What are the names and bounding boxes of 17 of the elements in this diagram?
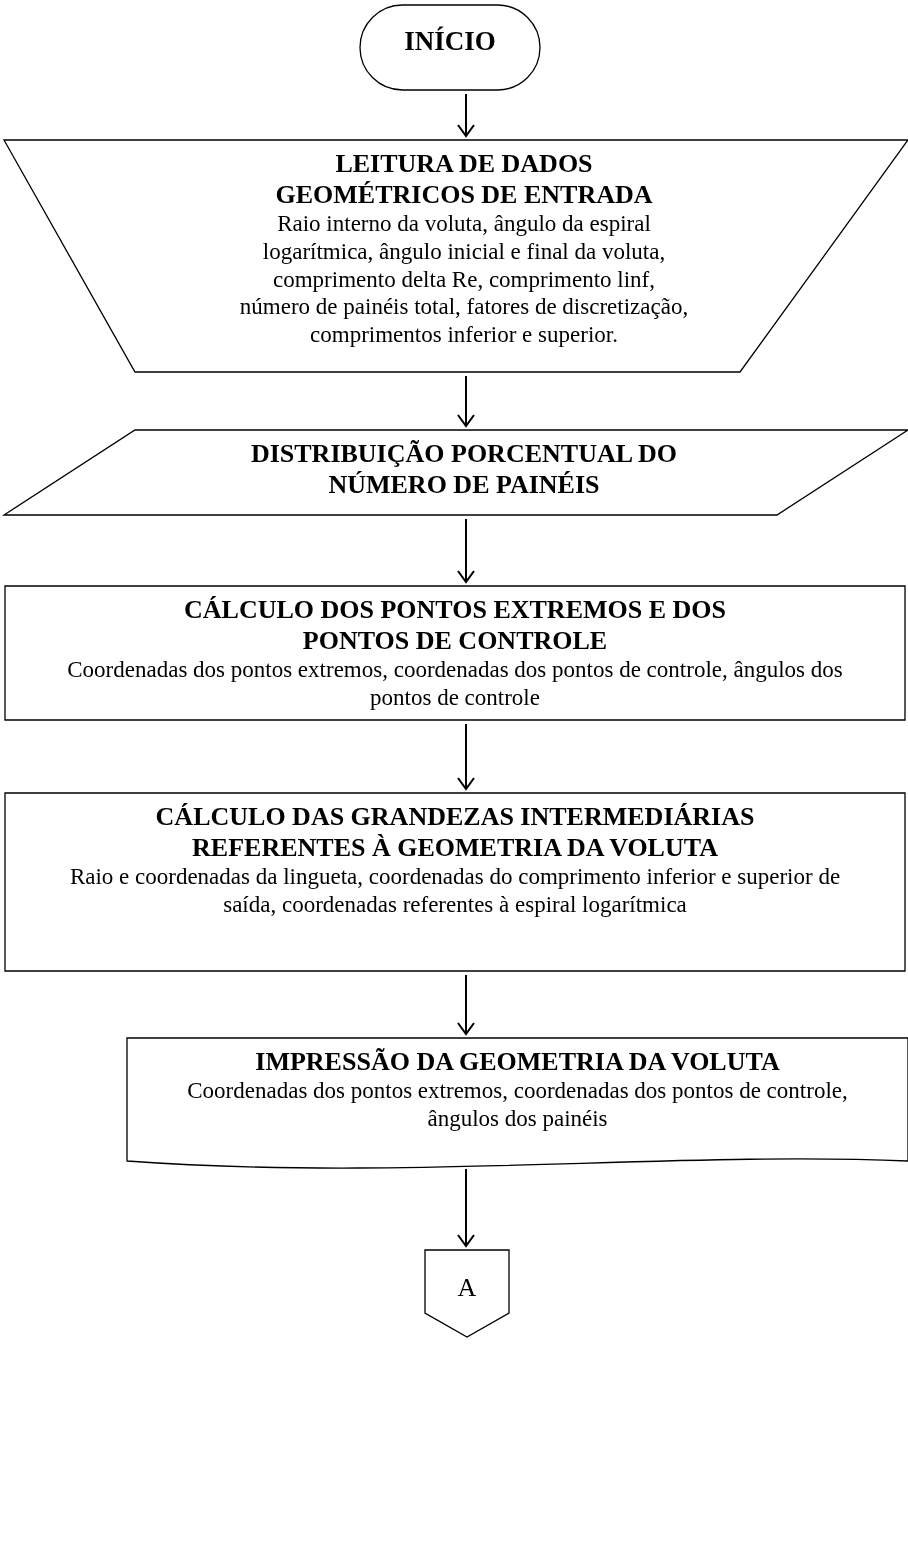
heading-text: DISTRIBUIÇÃO PORCENTUAL DO NÚMERO DE PAINÉIS bbox=[249, 438, 679, 501]
arrow bbox=[457, 518, 475, 583]
arrow bbox=[457, 1168, 475, 1247]
body-text: A bbox=[456, 1272, 478, 1304]
arrow bbox=[457, 375, 475, 427]
body-text: Coordenadas dos pontos extremos, coordenadas dos pontos de controle, ângulos dos pontos de controle bbox=[66, 656, 844, 712]
body-text: Raio interno da voluta, ângulo da espiral logarítmica, ângulo inicial e final da voluta, comprimento delta Re, comprimento linf, número de painéis total, fatores de discretização, comprimentos inferior e superior. bbox=[238, 210, 690, 349]
heading-text: CÁLCULO DAS GRANDEZAS INTERMEDIÁRIAS REFERENTES À GEOMETRIA DA VOLUTA bbox=[154, 801, 756, 864]
heading-text: LEITURA DE DADOS GEOMÉTRICOS DE ENTRADA bbox=[274, 148, 654, 211]
heading-text: IMPRESSÃO DA GEOMETRIA DA VOLUTA bbox=[254, 1046, 781, 1078]
arrow bbox=[457, 974, 475, 1035]
body-text: Coordenadas dos pontos extremos, coordenadas dos pontos de controle, ângulos dos painéis bbox=[186, 1077, 849, 1133]
arrow bbox=[457, 93, 475, 137]
heading-text: CÁLCULO DOS PONTOS EXTREMOS E DOS PONTOS DE CONTROLE bbox=[183, 594, 727, 657]
arrow bbox=[457, 723, 475, 790]
body-text: Raio e coordenadas da lingueta, coordenadas do comprimento inferior e superior de saída, coordenadas referentes à espiral logarítmica bbox=[68, 863, 842, 919]
heading-text: INÍCIO bbox=[403, 25, 497, 58]
